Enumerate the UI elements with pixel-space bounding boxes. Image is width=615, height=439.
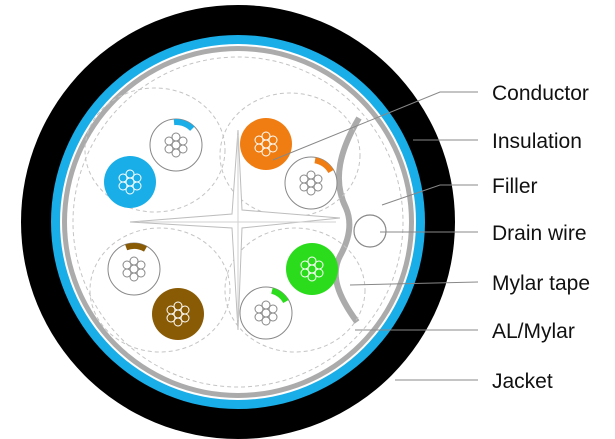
strand [166, 313, 176, 323]
strand [164, 144, 174, 154]
label-drain-wire: Drain wire [492, 222, 587, 245]
orange-pair-white-conductor [284, 156, 338, 210]
strand [313, 182, 323, 192]
strand [125, 169, 135, 179]
strand [122, 268, 132, 278]
leader-lines [272, 91, 479, 381]
strand [254, 143, 264, 153]
cross-filler [129, 129, 341, 331]
drain-wire [353, 214, 387, 248]
label-al-mylar: AL/Mylar [492, 320, 575, 343]
strand [306, 186, 316, 196]
label-mylar-tape: Mylar tape [492, 272, 590, 295]
strand [261, 131, 271, 141]
blue-pair-stripe [173, 119, 195, 131]
pair-outlines [72, 56, 404, 388]
strand [129, 272, 139, 282]
label-conductor: Conductor [492, 82, 589, 105]
green-pair-white-conductor [239, 286, 293, 340]
strand [136, 268, 146, 278]
label-insulation: Insulation [492, 130, 582, 153]
strand [173, 301, 183, 311]
brown-pair-solid-conductor [152, 288, 204, 340]
conductors-group [104, 118, 338, 340]
strand [261, 316, 271, 326]
label-filler: Filler [492, 175, 538, 198]
brown-pair-white-conductor [107, 242, 161, 296]
strand [307, 256, 317, 266]
drain-wire-groove [332, 116, 362, 324]
orange-pair-solid-conductor [240, 118, 292, 170]
green-pair-stripe [270, 287, 289, 304]
strand [300, 268, 310, 278]
strand [261, 300, 271, 310]
strand [254, 312, 264, 322]
blue-pair-solid-conductor [104, 156, 156, 208]
strand [268, 143, 278, 153]
strand [173, 317, 183, 327]
strand [118, 181, 128, 191]
strand [268, 312, 278, 322]
brown-pair-stripe [125, 243, 147, 252]
strand [178, 144, 188, 154]
strand [306, 170, 316, 180]
strand [307, 272, 317, 282]
strand [129, 256, 139, 266]
strand [171, 132, 181, 142]
strand [299, 182, 309, 192]
strand [125, 185, 135, 195]
strand [171, 148, 181, 158]
strand [314, 268, 324, 278]
green-pair-solid-conductor [286, 243, 338, 295]
orange-pair-stripe [314, 157, 334, 174]
strand [261, 147, 271, 157]
strand [180, 313, 190, 323]
label-jacket: Jacket [492, 370, 553, 393]
strand [132, 181, 142, 191]
